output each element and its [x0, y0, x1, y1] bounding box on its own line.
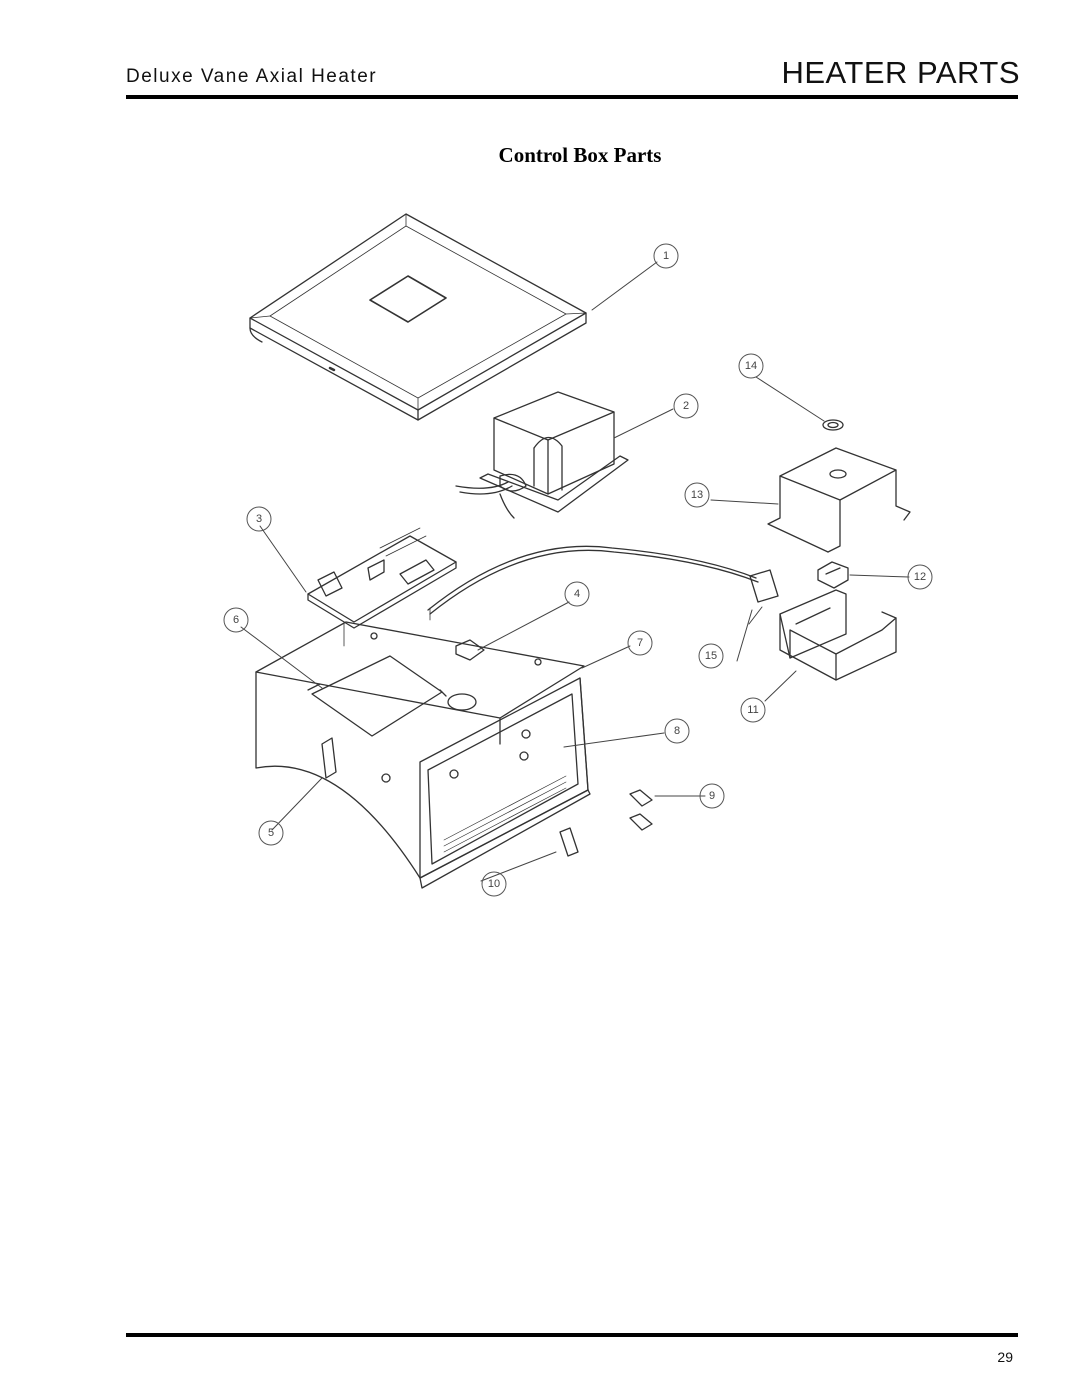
- callout-13: 13: [691, 489, 703, 501]
- callout-11: 11: [747, 704, 758, 716]
- callout-10: 10: [488, 878, 500, 890]
- section-title: HEATER PARTS: [781, 55, 1020, 90]
- transformer-part: [455, 391, 629, 519]
- channel-cover-part: [779, 589, 897, 681]
- callout-6: 6: [233, 614, 239, 626]
- inner-switch-part: [455, 639, 485, 661]
- toggle-switch-part: [559, 827, 579, 857]
- footer-rule: [126, 1333, 1018, 1337]
- lid-part: [249, 213, 587, 421]
- bracket-part: [767, 447, 911, 553]
- callout-14: 14: [745, 360, 757, 372]
- callout-15: 15: [705, 650, 717, 662]
- side-switch-part: [321, 737, 337, 779]
- document-subtitle: Deluxe Vane Axial Heater: [126, 66, 378, 87]
- control-box-part: [255, 607, 591, 889]
- callout-7: 7: [637, 637, 643, 649]
- page-number: 29: [997, 1349, 1013, 1365]
- callout-3: 3: [256, 513, 262, 525]
- callout-8: 8: [674, 725, 680, 737]
- limit-switch-part: [817, 561, 849, 589]
- callout-2: 2: [683, 400, 689, 412]
- grommet-part: [822, 419, 844, 431]
- indicator-lights-part: [629, 789, 653, 831]
- callout-9: 9: [709, 790, 715, 802]
- callout-12: 12: [914, 571, 926, 583]
- header-rule: [126, 95, 1018, 99]
- callout-1: 1: [663, 250, 669, 262]
- circuit-board-part: [307, 527, 457, 629]
- page-title: Control Box Parts: [498, 143, 662, 167]
- conduit-cable: [427, 545, 757, 611]
- callout-5: 5: [268, 827, 274, 839]
- callout-4: 4: [574, 588, 580, 600]
